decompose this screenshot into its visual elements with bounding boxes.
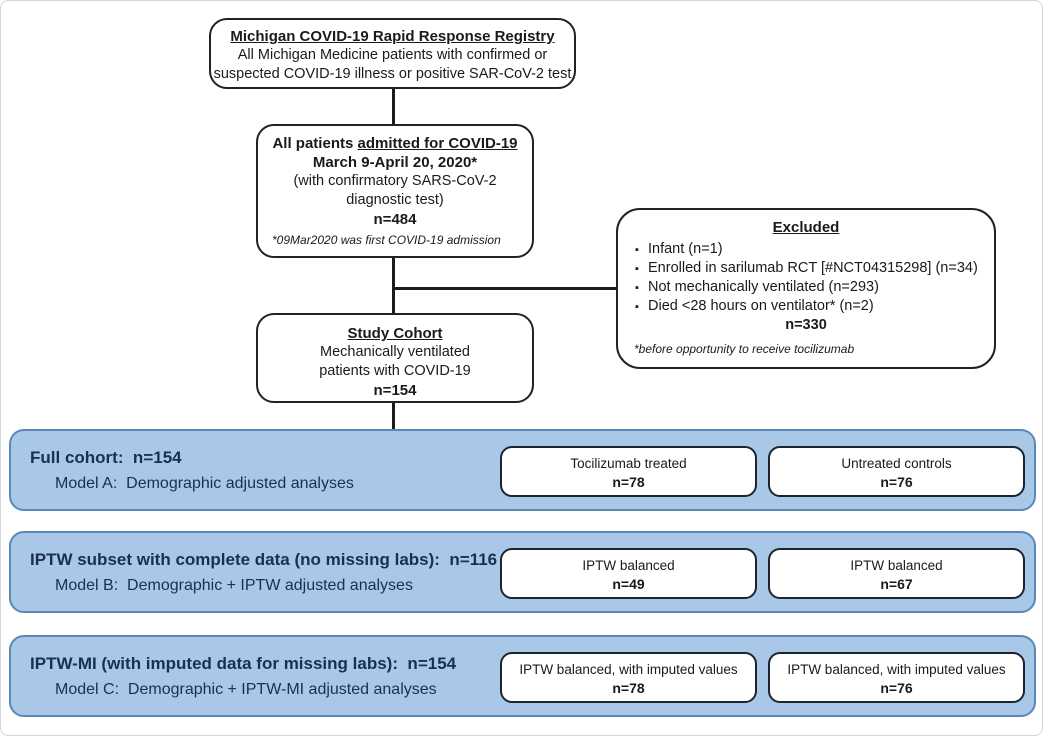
admitted-line3: (with confirmatory SARS-CoV-2 (293, 173, 497, 189)
admitted-n: n=484 (373, 211, 417, 228)
band-c-treated-box: IPTW balanced, with imputed values n=78 (500, 652, 757, 703)
band-c-treated-label: IPTW balanced, with imputed values (519, 662, 738, 677)
admitted-line4: diagnostic test) (346, 192, 444, 208)
band-c-subheading: Model C: Demographic + IPTW-MI adjusted … (55, 681, 437, 698)
excluded-n: n=330 (785, 317, 827, 333)
cohort-line1: Mechanically ventilated (320, 344, 470, 360)
band-c-control-label: IPTW balanced, with imputed values (787, 662, 1006, 677)
band-model-b: IPTW subset with complete data (no missi… (9, 531, 1036, 613)
admitted-title-underlined: admitted for COVID-19 (357, 135, 518, 152)
admitted-dates: March 9-April 20, 2020* (312, 154, 478, 171)
excluded-footnote: *before opportunity to receive tocilizum… (634, 342, 855, 356)
band-a-control-label: Untreated controls (841, 456, 952, 471)
connector-branch-to-excluded (393, 287, 617, 290)
band-b-subheading: Model B: Demographic + IPTW adjusted ana… (55, 577, 413, 594)
admitted-box: All patients admitted for COVID-19 March… (256, 124, 534, 258)
band-b-control-n: n=67 (880, 576, 913, 592)
band-a-treated-label: Tocilizumab treated (570, 456, 687, 471)
registry-title: Michigan COVID-19 Rapid Response Registr… (230, 28, 555, 45)
excluded-bullet-rct: Enrolled in sarilumab RCT [#NCT04315298]… (632, 259, 980, 279)
band-a-treated-box: Tocilizumab treated n=78 (500, 446, 757, 497)
connector-registry-to-admitted (392, 87, 395, 126)
excluded-title: Excluded (772, 219, 840, 236)
band-a-control-box: Untreated controls n=76 (768, 446, 1025, 497)
band-model-c: IPTW-MI (with imputed data for missing l… (9, 635, 1036, 717)
band-b-treated-label: IPTW balanced (582, 558, 675, 573)
band-b-control-label: IPTW balanced (850, 558, 943, 573)
band-c-control-box: IPTW balanced, with imputed values n=76 (768, 652, 1025, 703)
cohort-title: Study Cohort (347, 325, 443, 342)
admitted-title: All patients admitted for COVID-19 (258, 134, 532, 153)
excluded-bullet-infant: Infant (n=1) (632, 240, 980, 260)
band-c-control-n: n=76 (880, 680, 913, 696)
registry-line1: All Michigan Medicine patients with conf… (237, 47, 548, 63)
band-a-treated-n: n=78 (612, 474, 645, 490)
band-b-control-box: IPTW balanced n=67 (768, 548, 1025, 599)
band-c-heading: IPTW-MI (with imputed data for missing l… (30, 654, 457, 673)
admitted-footnote: *09Mar2020 was first COVID-19 admission (272, 233, 501, 247)
admitted-title-plain: All patients (272, 135, 358, 152)
registry-box: Michigan COVID-19 Rapid Response Registr… (209, 18, 576, 89)
band-model-a: Full cohort: n=154 Model A: Demographic … (9, 429, 1036, 511)
connector-cohort-to-bands (392, 401, 395, 431)
band-a-control-n: n=76 (880, 474, 913, 490)
band-b-treated-n: n=49 (612, 576, 645, 592)
band-c-treated-n: n=78 (612, 680, 645, 696)
band-b-treated-box: IPTW balanced n=49 (500, 548, 757, 599)
excluded-bullet-died: Died <28 hours on ventilator* (n=2) (632, 297, 980, 317)
study-cohort-box: Study Cohort Mechanically ventilated pat… (256, 313, 534, 403)
registry-line2: suspected COVID-19 illness or positive S… (213, 66, 572, 82)
excluded-bullet-not-ventilated: Not mechanically ventilated (n=293) (632, 278, 980, 298)
band-b-heading: IPTW subset with complete data (no missi… (30, 550, 498, 569)
band-a-heading: Full cohort: n=154 (30, 448, 182, 467)
cohort-line2: patients with COVID-19 (319, 363, 471, 379)
cohort-n: n=154 (373, 382, 417, 399)
band-a-subheading: Model A: Demographic adjusted analyses (55, 475, 354, 492)
excluded-box: Excluded Infant (n=1) Enrolled in sarilu… (616, 208, 996, 369)
connector-admitted-to-cohort (392, 256, 395, 315)
